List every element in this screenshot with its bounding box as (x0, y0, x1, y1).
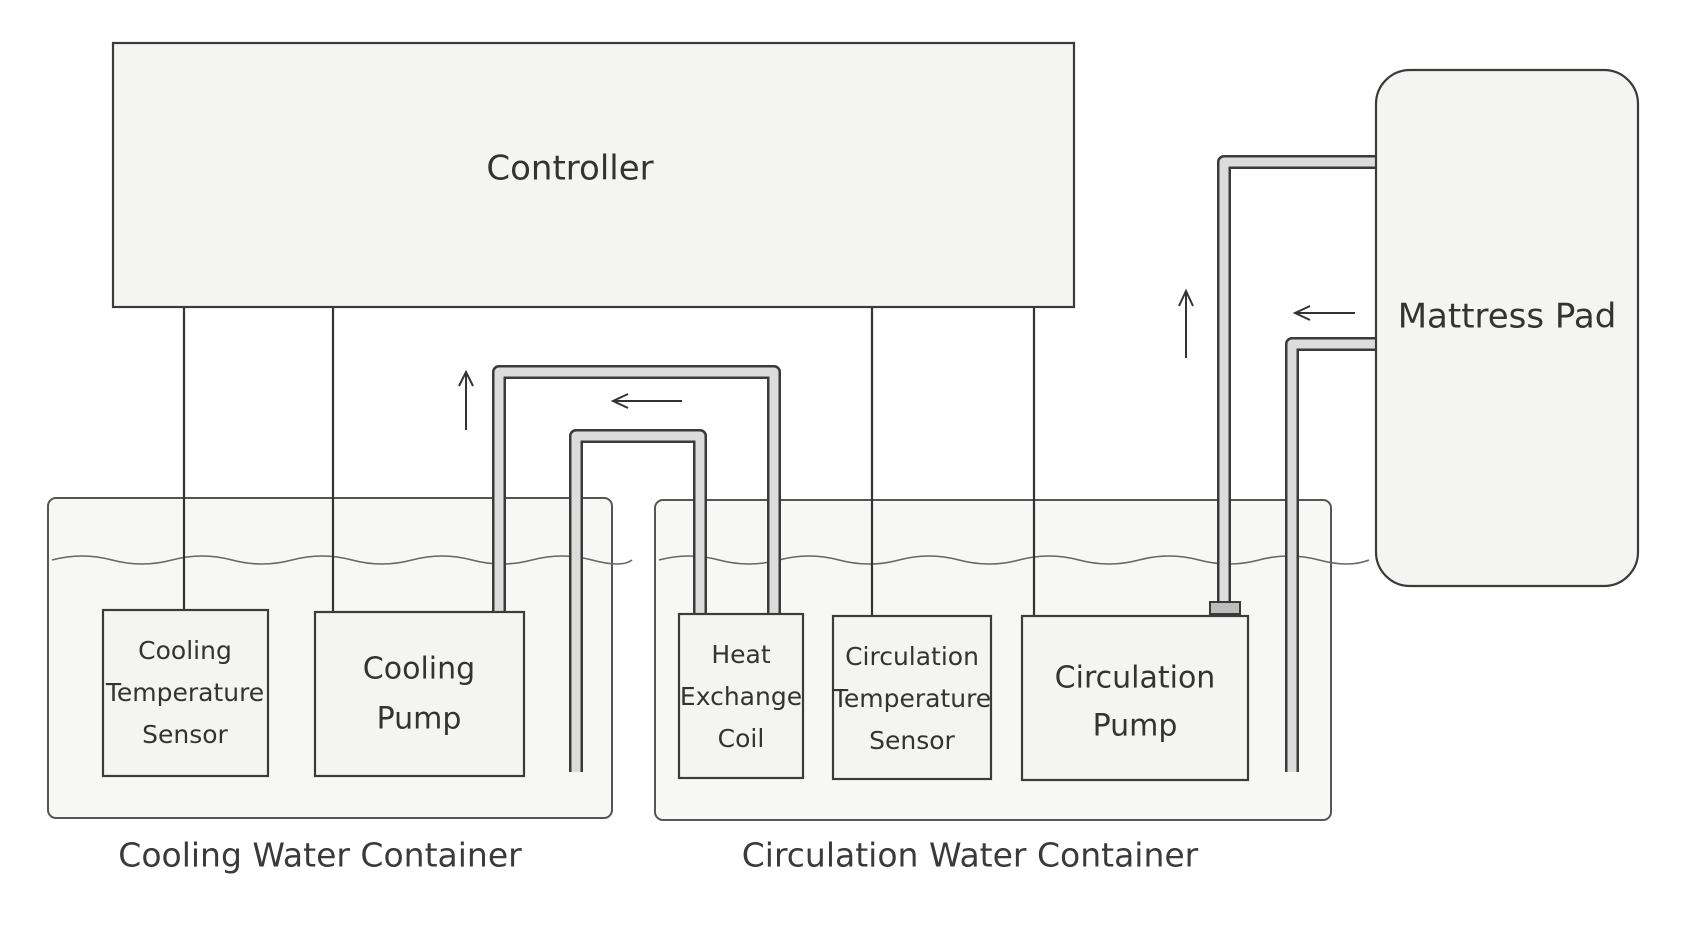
pipe-coil-return (569, 429, 707, 772)
circulation-pump-label-2: Pump (1093, 709, 1178, 744)
cooling-sensor-label-2: Temperature (105, 678, 264, 707)
cooling-pump-box: Cooling Pump (313, 610, 526, 778)
pipe-cooling-pump-to-coil (492, 365, 781, 614)
mattress-pad-box: Mattress Pad (1374, 68, 1640, 588)
coil-label-3: Coil (718, 724, 765, 753)
circulation-pump-label-1: Circulation (1055, 661, 1216, 696)
circulation-sensor-label-1: Circulation (845, 642, 979, 671)
heat-exchange-coil-box: Heat Exchange Coil (677, 612, 805, 780)
circulation-sensor-label-2: Temperature (832, 684, 991, 713)
arrow-left-cooling (610, 393, 682, 409)
coil-label-1: Heat (711, 640, 770, 669)
cooling-water-surface (51, 555, 633, 565)
cooling-sensor-label-1: Cooling (138, 636, 232, 665)
arrow-left-circulation (1292, 305, 1355, 321)
arrow-up-circulation (1178, 288, 1194, 358)
circulation-pump-box: Circulation Pump (1020, 614, 1250, 782)
cooling-pump-label-2: Pump (377, 702, 462, 737)
mattress-pad-label: Mattress Pad (1398, 297, 1617, 337)
controller-label: Controller (486, 149, 653, 189)
cooling-container-caption: Cooling Water Container (118, 836, 522, 875)
controller-box: Controller (111, 41, 1076, 309)
arrow-up-cooling (458, 369, 474, 430)
cooling-temperature-sensor-box: Cooling Temperature Sensor (101, 608, 270, 778)
pipe-pump-to-mattress (1217, 155, 1376, 606)
coil-label-2: Exchange (680, 682, 802, 711)
circulation-sensor-label-3: Sensor (869, 726, 955, 755)
circulation-container-caption: Circulation Water Container (742, 836, 1199, 875)
circulation-temperature-sensor-box: Circulation Temperature Sensor (832, 614, 993, 781)
cooling-pump-label-1: Cooling (363, 652, 475, 687)
cooling-sensor-label-3: Sensor (142, 720, 228, 749)
pump-outlet-fitting (1209, 601, 1241, 615)
pipe-mattress-return (1285, 337, 1376, 772)
